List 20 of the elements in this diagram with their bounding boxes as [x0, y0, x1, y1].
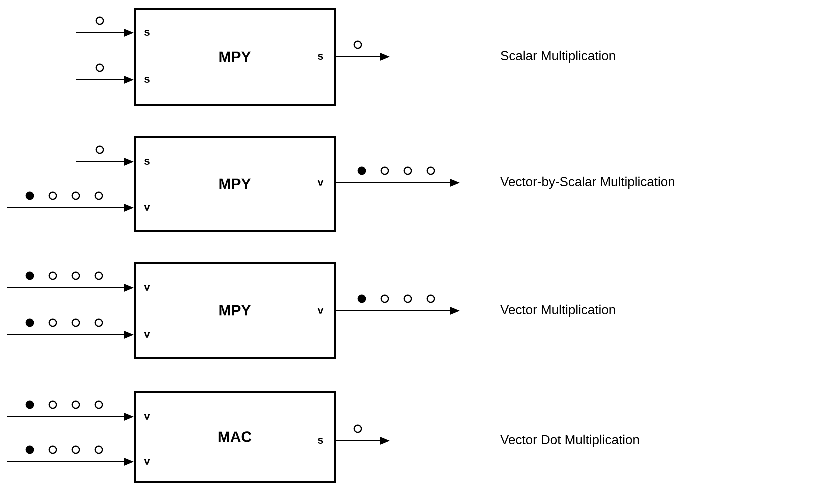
- port-label: v: [318, 308, 324, 314]
- operation-label: MAC: [218, 432, 252, 442]
- port-label: s: [144, 76, 150, 84]
- port-label: v: [144, 285, 150, 291]
- port-label: s: [144, 158, 150, 166]
- port-label: v: [318, 180, 324, 186]
- port-label: s: [318, 54, 324, 60]
- caption: Vector-by-Scalar Multiplication: [500, 176, 674, 190]
- caption: Scalar Multiplication: [501, 50, 616, 64]
- caption: Vector Multiplication: [500, 304, 616, 318]
- port-label: v: [144, 414, 150, 420]
- caption: Vector Dot Multiplication: [500, 434, 640, 448]
- port-label: v: [144, 332, 150, 338]
- operation-label: MPY: [220, 178, 251, 190]
- port-label: v: [144, 205, 150, 211]
- port-label: v: [144, 459, 150, 465]
- port-label: s: [318, 438, 324, 444]
- operation-label: MPY: [220, 52, 251, 62]
- port-label: s: [144, 30, 150, 36]
- operation-label: MPY: [220, 305, 251, 316]
